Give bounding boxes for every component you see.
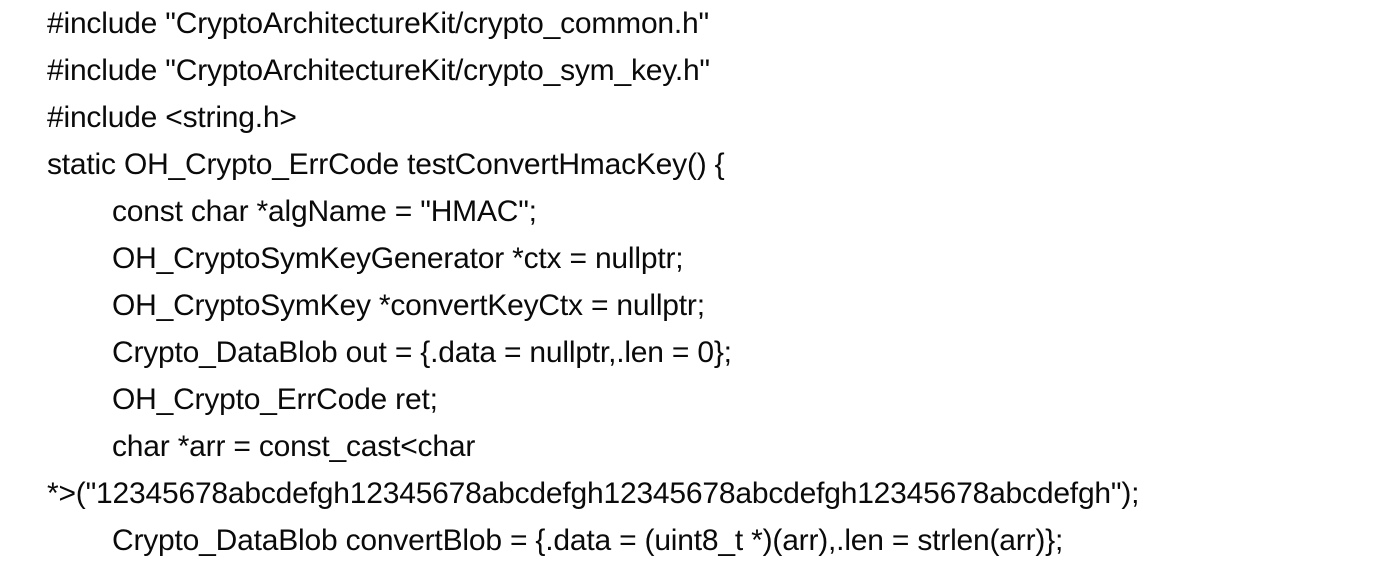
code-line-text: Crypto_DataBlob convertBlob = {.data = (… bbox=[112, 524, 1064, 557]
code-line: #include "CryptoArchitectureKit/crypto_c… bbox=[0, 0, 1392, 47]
code-line: const char *algName = "HMAC"; bbox=[0, 188, 1392, 235]
code-line-text: OH_CryptoSymKeyGenerator *ctx = nullptr; bbox=[112, 242, 684, 275]
code-line-text: const char *algName = "HMAC"; bbox=[112, 195, 537, 228]
code-line: OH_CryptoSymKeyGenerator *ctx = nullptr; bbox=[0, 235, 1392, 282]
code-line: Crypto_DataBlob out = {.data = nullptr,.… bbox=[0, 329, 1392, 376]
code-line-text: Crypto_DataBlob out = {.data = nullptr,.… bbox=[112, 336, 732, 369]
code-line: static OH_Crypto_ErrCode testConvertHmac… bbox=[0, 141, 1392, 188]
code-line: OH_CryptoSymKey *convertKeyCtx = nullptr… bbox=[0, 282, 1392, 329]
code-line-text: #include <string.h> bbox=[47, 101, 297, 134]
code-line-text: static OH_Crypto_ErrCode testConvertHmac… bbox=[47, 148, 725, 181]
code-line-text: OH_CryptoSymKey *convertKeyCtx = nullptr… bbox=[112, 289, 705, 322]
code-line: #include "CryptoArchitectureKit/crypto_s… bbox=[0, 47, 1392, 94]
code-line-text: #include "CryptoArchitectureKit/crypto_s… bbox=[47, 54, 710, 87]
code-line-text: *>("12345678abcdefgh12345678abcdefgh1234… bbox=[47, 477, 1140, 510]
code-line-text: #include "CryptoArchitectureKit/crypto_c… bbox=[47, 7, 709, 40]
code-line: char *arr = const_cast<char bbox=[0, 423, 1392, 470]
code-line: #include <string.h> bbox=[0, 94, 1392, 141]
code-line: Crypto_DataBlob convertBlob = {.data = (… bbox=[0, 517, 1392, 564]
code-line: *>("12345678abcdefgh12345678abcdefgh1234… bbox=[0, 470, 1392, 517]
code-line: OH_Crypto_ErrCode ret; bbox=[0, 376, 1392, 423]
code-line-text: char *arr = const_cast<char bbox=[112, 430, 476, 463]
code-line-text: OH_Crypto_ErrCode ret; bbox=[112, 383, 438, 416]
